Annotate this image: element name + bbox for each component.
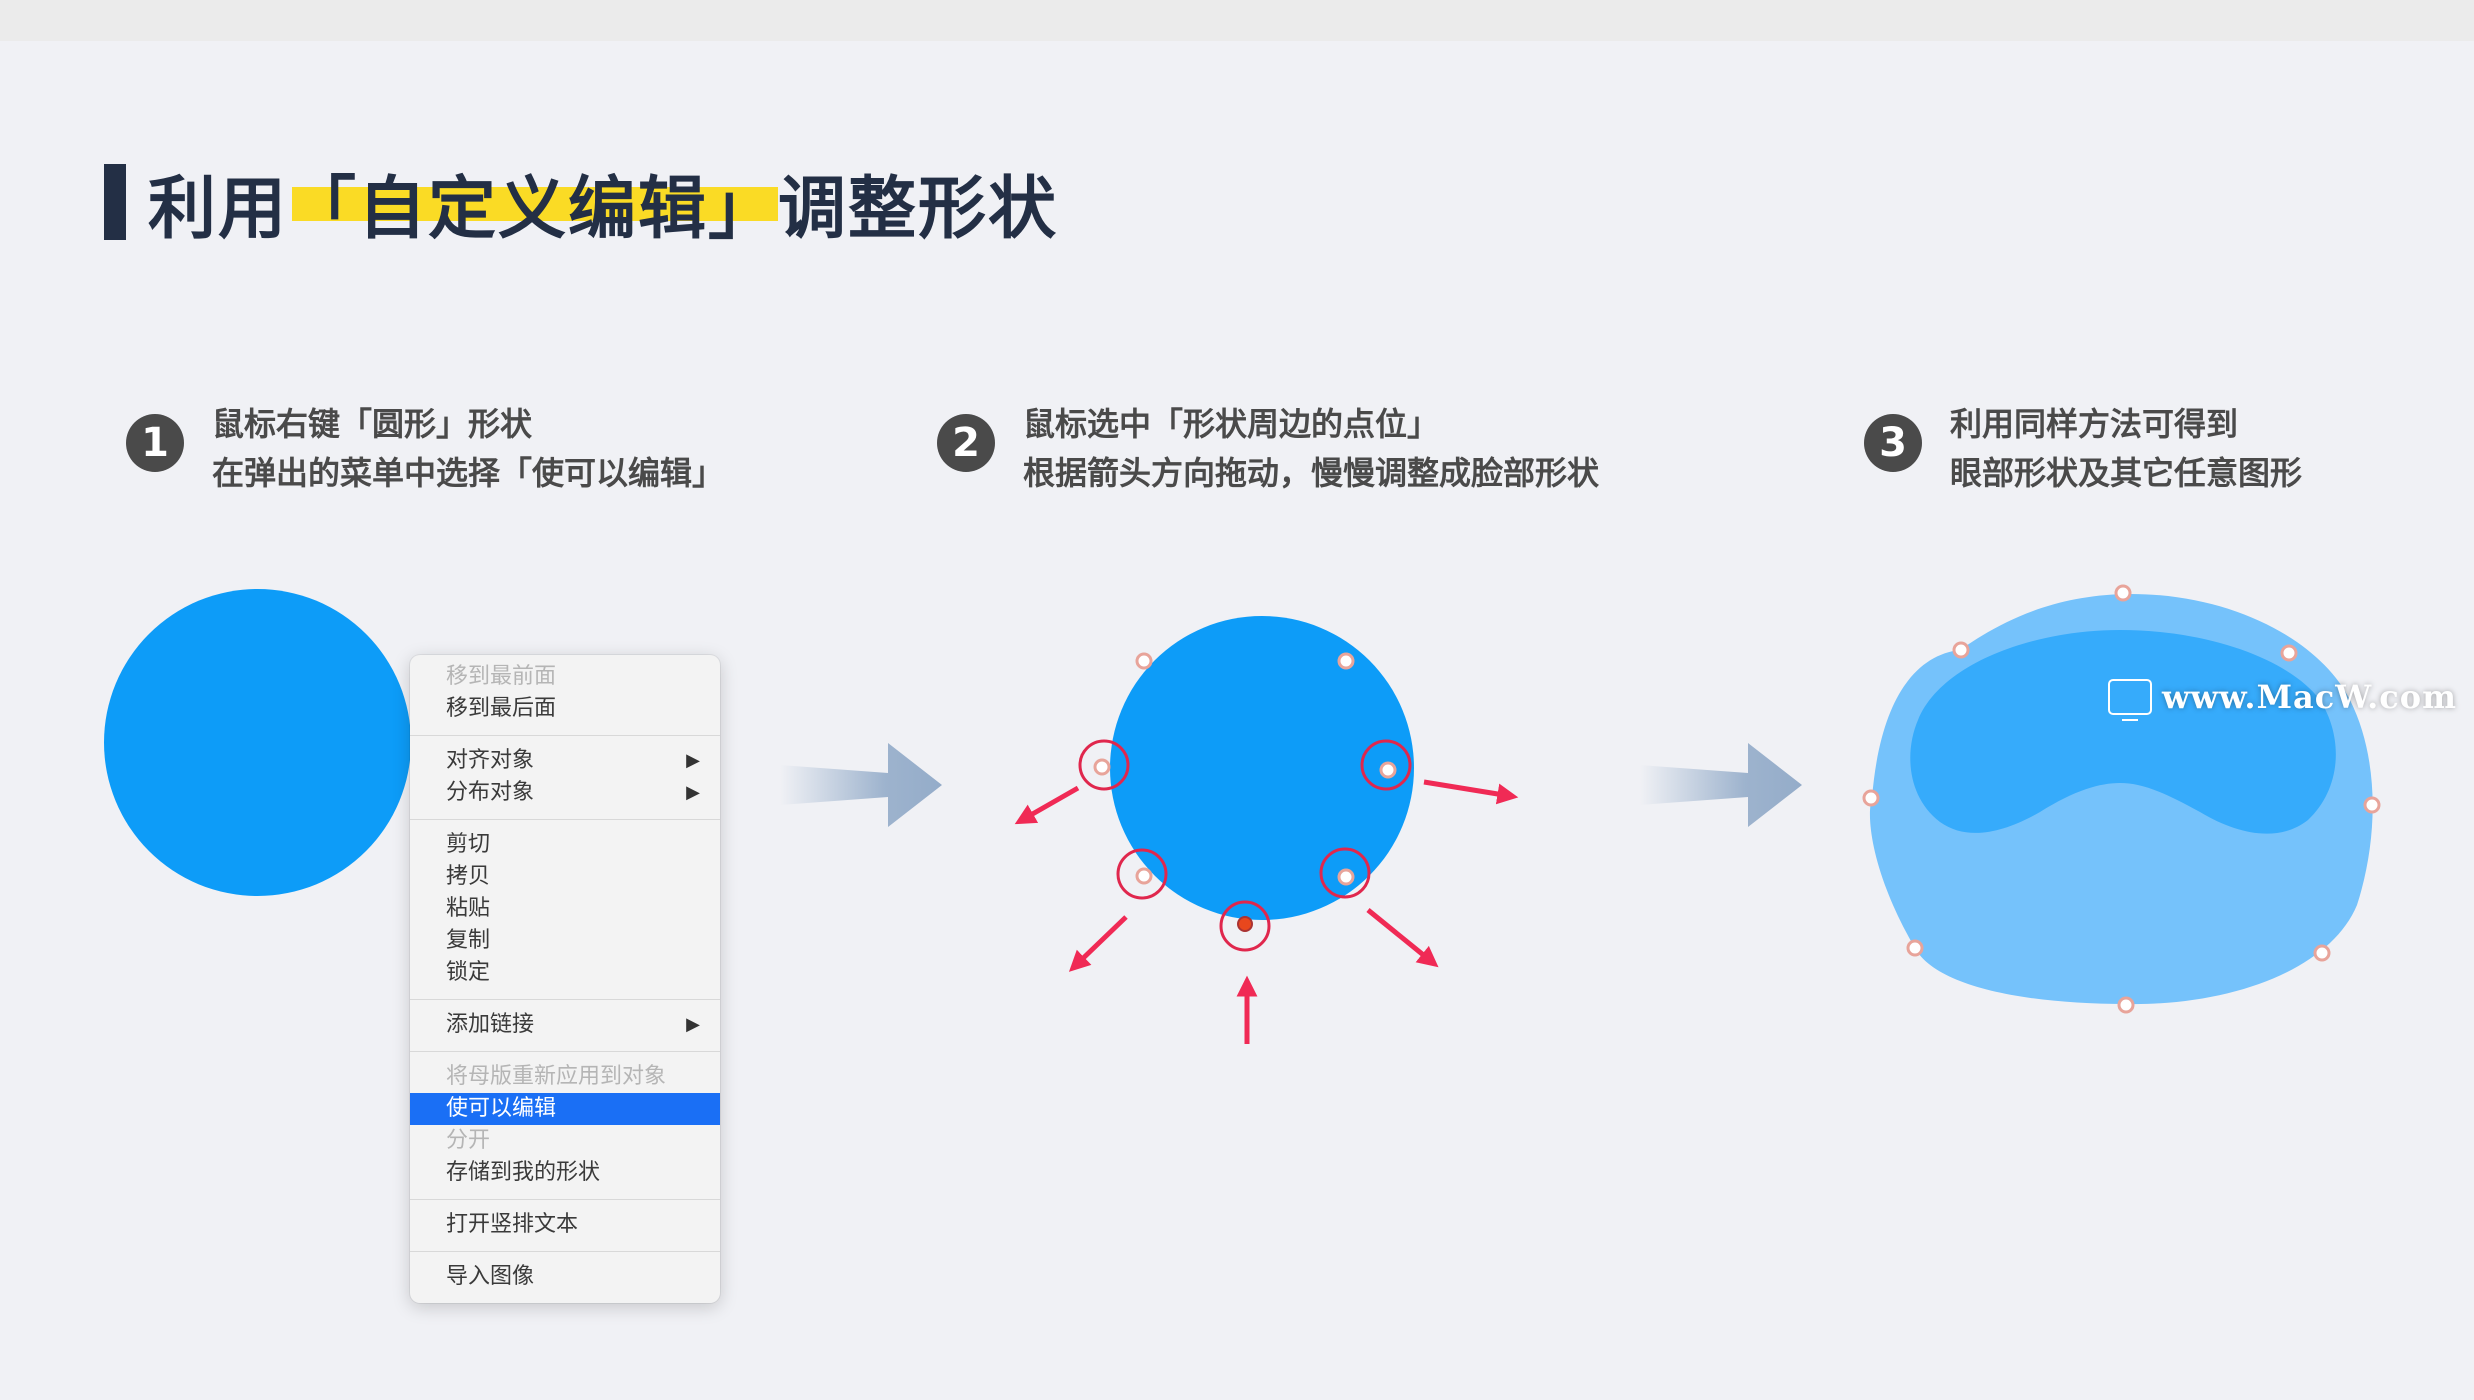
title-prefix: 利用 [148,169,289,249]
menu-item-add-link[interactable]: 添加链接▶ [410,1009,720,1041]
circle-shape[interactable] [104,589,411,896]
top-band [0,0,2474,41]
control-point-icon [2117,996,2135,1014]
menu-item-break-apart[interactable]: 分开 [446,1128,491,1153]
drag-arrow-icon [1014,785,1080,825]
menu-item-make-editable[interactable]: 使可以编辑 [410,1093,720,1125]
menu-item-distribute-objects[interactable]: 分布对象▶ [410,777,720,809]
control-point-icon [2363,796,2381,814]
step-description: 鼠标选中「形状周边的点位」 根据箭头方向拖动，慢慢调整成脸部形状 [1023,405,1600,492]
menu-item-copy[interactable]: 拷贝 [446,864,491,889]
control-point-icon [1906,939,1924,957]
menu-item-vertical-text[interactable]: 打开竖排文本 [446,1212,579,1237]
control-point-icon [1093,758,1111,776]
control-point-icon [1379,761,1397,779]
menu-item-send-to-back[interactable]: 移到最后面 [446,696,557,721]
menu-item-duplicate[interactable]: 复制 [446,928,491,953]
eye-region-shape [1910,630,2336,834]
page-title: 利用「自定义编辑」调整形状 [104,160,1058,249]
menu-item-align-objects[interactable]: 对齐对象▶ [410,745,720,777]
drag-arrow-icon [1068,915,1128,972]
menu-separator [410,1251,720,1252]
step-3: 3 利用同样方法可得到 眼部形状及其它任意图形 [1864,400,2302,498]
menu-item-reapply-master[interactable]: 将母版重新应用到对象 [446,1064,667,1089]
submenu-arrow-icon: ▶ [686,782,700,803]
control-point-icon [1337,652,1355,670]
selected-control-point-icon [1237,916,1253,932]
step-description: 利用同样方法可得到 眼部形状及其它任意图形 [1950,405,2303,492]
menu-separator [410,735,720,736]
menu-item-save-to-my-shapes[interactable]: 存储到我的形状 [446,1160,601,1185]
submenu-arrow-icon: ▶ [686,750,700,771]
step-1: 1 鼠标右键「圆形」形状 在弹出的菜单中选择「使可以编辑」 [126,400,724,498]
menu-item-paste[interactable]: 粘贴 [446,896,491,921]
flow-arrow-icon [780,743,942,827]
step-description: 鼠标右键「圆形」形状 在弹出的菜单中选择「使可以编辑」 [212,405,725,492]
control-point-icon [1337,868,1355,886]
menu-separator [410,999,720,1000]
title-text: 利用「自定义编辑」调整形状 [148,153,1058,252]
step-number-badge: 2 [937,414,995,472]
title-highlight: 「自定义编辑」 [288,153,779,252]
step-number-badge: 3 [1864,414,1922,472]
step-number-badge: 1 [126,414,184,472]
submenu-arrow-icon: ▶ [686,1014,700,1035]
flow-arrow-icon [1640,743,1802,827]
monitor-logo-icon [2108,679,2152,721]
context-menu: 移到最前面 移到最后面 对齐对象▶ 分布对象▶ 剪切 拷贝 粘贴 复制 锁定 添… [410,655,720,1303]
menu-separator [410,1199,720,1200]
watermark: www.MacW.com [2108,678,2457,721]
drag-arrow-icon [1423,779,1519,805]
menu-item-lock[interactable]: 锁定 [446,960,491,985]
control-point-icon [1952,641,1970,659]
face-shape [1869,593,2373,1005]
menu-separator [410,819,720,820]
control-point-icon [1135,652,1153,670]
menu-item-bring-to-front[interactable]: 移到最前面 [446,664,557,689]
control-point-icon [2114,584,2132,602]
step-2: 2 鼠标选中「形状周边的点位」 根据箭头方向拖动，慢慢调整成脸部形状 [937,400,1599,498]
editable-circle-shape [1110,616,1414,920]
title-suffix: 调整形状 [778,169,1059,249]
control-point-icon [1862,789,1880,807]
control-point-icon [1135,867,1153,885]
menu-separator [410,1051,720,1052]
menu-item-import-image[interactable]: 导入图像 [446,1264,535,1289]
menu-item-cut[interactable]: 剪切 [446,832,491,857]
drag-arrow-icon [1366,908,1439,968]
control-point-icon [2280,644,2298,662]
control-point-icon [2313,944,2331,962]
title-accent-bar [104,164,126,240]
